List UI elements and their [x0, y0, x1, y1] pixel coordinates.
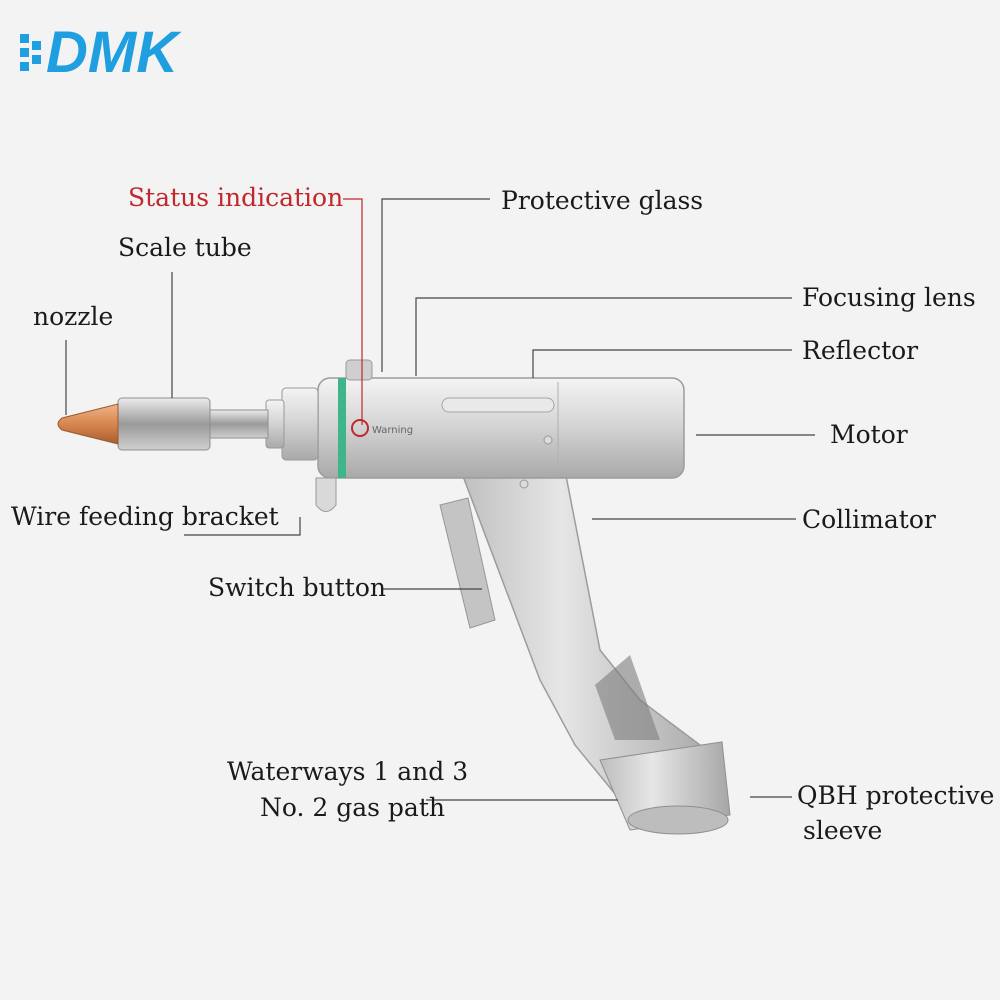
- body-slot: [441, 397, 555, 413]
- indicator-ring: [338, 378, 346, 478]
- status-led: [351, 419, 369, 437]
- label-scale-tube: Scale tube: [118, 233, 252, 262]
- logo-text: DMK: [46, 20, 182, 85]
- logo-mark: DMK: [20, 20, 182, 85]
- label-status-indication: Status indication: [128, 183, 344, 212]
- label-qbh-line1: QBH protective: [797, 781, 995, 810]
- label-qbh-line2: sleeve: [803, 816, 883, 845]
- top-knob: [345, 359, 373, 381]
- wire-feeding-bracket-shape: [315, 477, 337, 512]
- knurled-collar: [281, 387, 319, 461]
- switch-button-shape: [439, 497, 496, 629]
- label-focusing-lens: Focusing lens: [802, 283, 976, 312]
- nozzle-shape: [57, 403, 119, 445]
- shaft: [207, 409, 269, 439]
- label-reflector: Reflector: [802, 336, 919, 365]
- handle-slot: [595, 655, 660, 740]
- label-wire-feeding-bracket: Wire feeding bracket: [11, 502, 279, 531]
- label-switch-button: Switch button: [208, 573, 386, 602]
- welding-gun: Warning: [57, 359, 731, 835]
- scale-tube-shape: [117, 397, 211, 451]
- label-motor: Motor: [830, 420, 908, 449]
- label-nozzle: nozzle: [33, 302, 114, 331]
- label-gas-path: No. 2 gas path: [260, 793, 445, 822]
- label-waterways: Waterways 1 and 3: [227, 757, 469, 786]
- leader-lines: [65, 198, 815, 801]
- engraving-text: Warning: [372, 425, 413, 436]
- label-protective-glass: Protective glass: [501, 186, 704, 215]
- gun-handle: [453, 444, 721, 801]
- label-collimator: Collimator: [802, 505, 936, 534]
